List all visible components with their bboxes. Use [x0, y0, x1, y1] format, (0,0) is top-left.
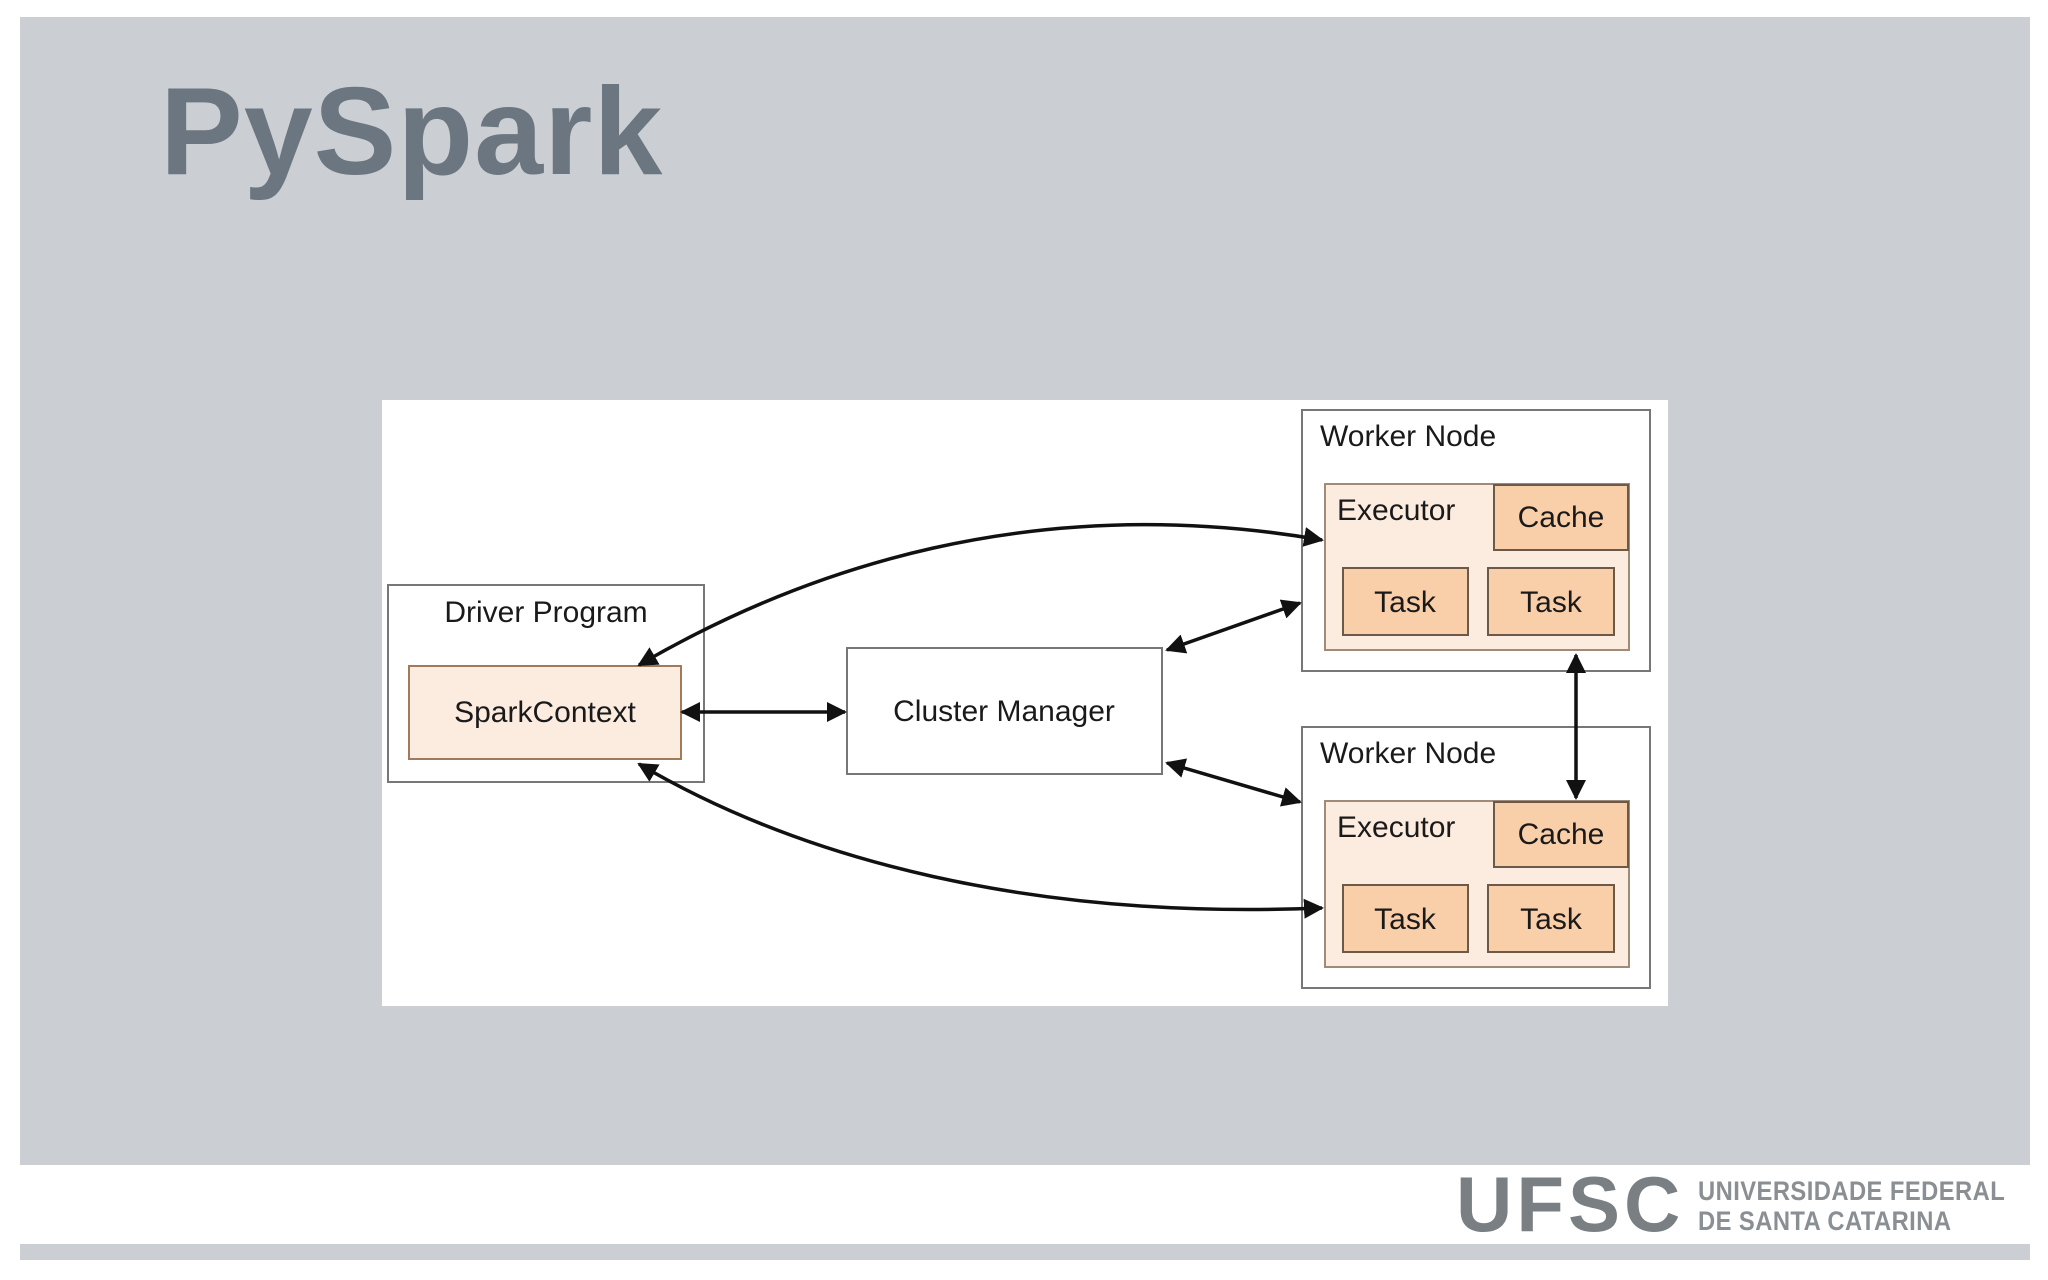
diagram-canvas: Driver Program SparkContext Cluster Mana…	[387, 409, 1651, 989]
cluster-manager-box: Cluster Manager	[846, 647, 1163, 775]
spark-context-box	[408, 665, 682, 760]
architecture-diagram: Driver Program SparkContext Cluster Mana…	[382, 400, 1668, 1006]
arrow-driver-worker1	[637, 522, 1324, 667]
logo-line-2: DE SANTA CATARINA	[1698, 1206, 1952, 1236]
driver-program-label: Driver Program	[444, 596, 647, 629]
task-2a-box	[1342, 884, 1469, 953]
slide-title: PySpark	[160, 63, 664, 201]
logo-line-1: UNIVERSIDADE FEDERAL	[1698, 1176, 2006, 1206]
task-1a-label: Task	[1374, 586, 1437, 619]
spark-context-label: SparkContext	[454, 696, 636, 729]
logo-text: UNIVERSIDADE FEDERAL DE SANTA CATARINA	[1698, 1176, 2005, 1236]
cache-1-box	[1493, 484, 1629, 551]
task-2a-label: Task	[1374, 903, 1437, 936]
connectors	[637, 522, 1586, 919]
driver-program-box: Driver Program SparkContext	[387, 584, 705, 783]
worker-node-1-label: Worker Node	[1320, 420, 1496, 453]
cache-1-label: Cache	[1518, 501, 1605, 534]
worker-node-2: Worker Node Executor Cache Task Task	[1301, 726, 1651, 989]
logo-mark: UFSC	[1456, 1160, 1685, 1248]
executor-2-label: Executor	[1337, 811, 1455, 844]
cache-2-box	[1493, 801, 1629, 868]
footer-rule	[20, 1244, 2030, 1260]
task-1a-box	[1342, 567, 1469, 636]
worker-node-2-label: Worker Node	[1320, 737, 1496, 770]
task-1b-label: Task	[1520, 586, 1583, 619]
cluster-manager-label: Cluster Manager	[893, 695, 1115, 728]
arrow-cluster-worker2	[1165, 758, 1302, 807]
arrow-cluster-worker1	[1165, 599, 1302, 654]
cache-2-label: Cache	[1518, 818, 1605, 851]
ufsc-logo: UFSC UNIVERSIDADE FEDERAL DE SANTA CATAR…	[1456, 1160, 2016, 1248]
task-2b-box	[1487, 884, 1615, 953]
worker-node-1: Worker Node Executor Cache Task Task	[1301, 409, 1651, 672]
arrow-driver-worker2	[637, 762, 1324, 919]
task-2b-label: Task	[1520, 903, 1583, 936]
task-1b-box	[1487, 567, 1615, 636]
executor-1-label: Executor	[1337, 494, 1455, 527]
